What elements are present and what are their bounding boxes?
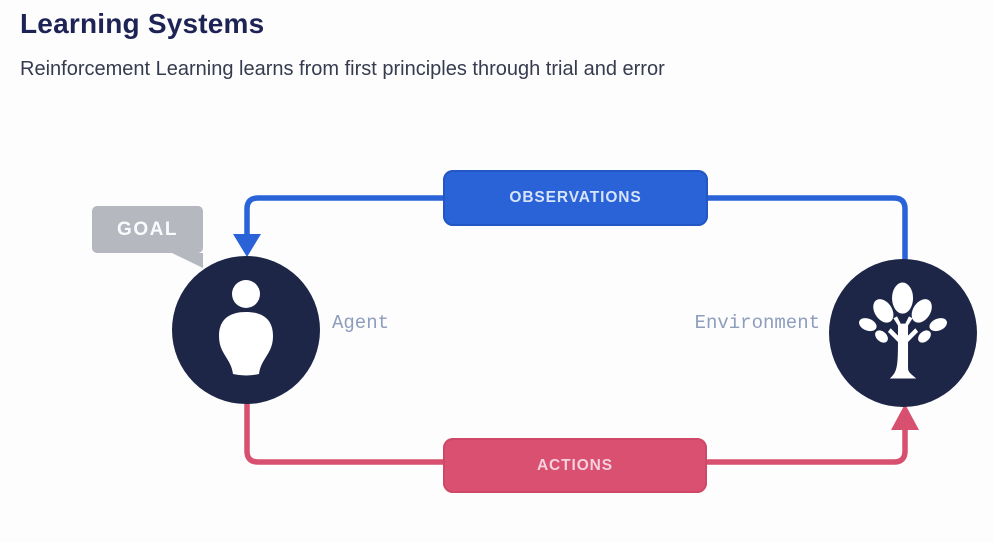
tree-icon <box>855 279 951 388</box>
actions-label: ACTIONS <box>536 456 614 474</box>
environment-label: Environment <box>694 312 820 334</box>
observations-box: OBSERVATIONS <box>443 170 708 226</box>
agent-node <box>172 256 320 404</box>
observations-label: OBSERVATIONS <box>509 189 642 206</box>
environment-node <box>829 259 977 407</box>
goal-bubble: GOAL <box>92 206 203 268</box>
actions-box: ACTIONS <box>443 438 707 493</box>
person-icon <box>211 278 281 383</box>
page-title: Learning Systems <box>20 8 265 39</box>
goal-label: GOAL <box>117 218 178 240</box>
actions-arrowhead <box>891 404 919 430</box>
page-subtitle: Reinforcement Learning learns from first… <box>20 58 665 80</box>
observations-arrowhead <box>233 234 261 257</box>
agent-label: Agent <box>332 312 390 334</box>
